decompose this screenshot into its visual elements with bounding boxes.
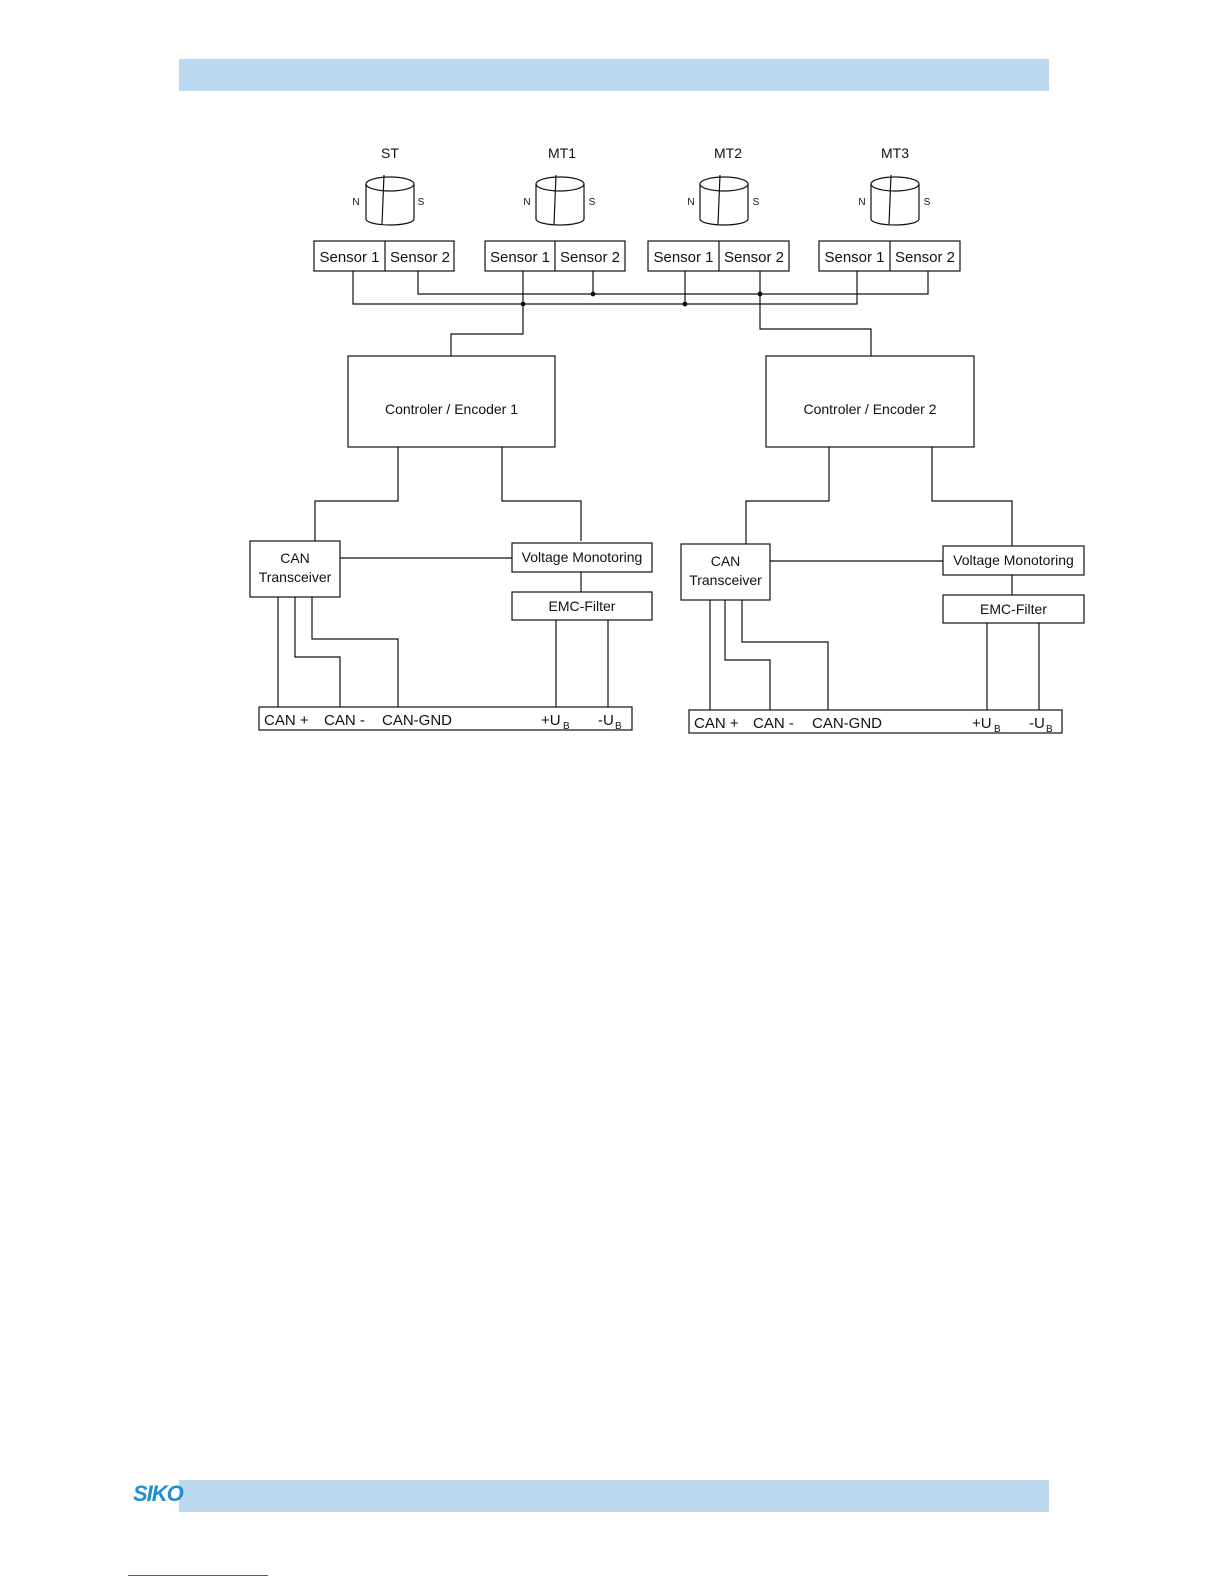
- sensor-1-label: Sensor 1: [319, 249, 379, 266]
- voltage-monitoring-label: Voltage Monotoring: [953, 552, 1074, 568]
- magnet-label: MT3: [881, 145, 909, 161]
- pole-s: S: [589, 197, 596, 208]
- sensor-2-label: Sensor 2: [895, 249, 955, 266]
- sensor-pair-mt3: Sensor 1 Sensor 2: [818, 240, 961, 272]
- sensor-2-label: Sensor 2: [560, 249, 620, 266]
- controller-label: Controler / Encoder 1: [385, 401, 518, 417]
- magnet-mt2: MT2 N S: [687, 145, 760, 226]
- terminal-ub-plus: +U: [541, 712, 561, 729]
- pole-n: N: [858, 197, 865, 208]
- voltage-monitoring-label: Voltage Monotoring: [522, 549, 643, 565]
- header-band: [179, 59, 1049, 91]
- sensor-pair-st: Sensor 1 Sensor 2: [313, 240, 455, 272]
- magnet-label: ST: [381, 145, 399, 161]
- sensor-2-label: Sensor 2: [390, 249, 450, 266]
- footer-band: [179, 1480, 1049, 1512]
- magnet-st: ST N S: [352, 145, 425, 226]
- terminal-ub-minus-sub: B: [615, 721, 622, 732]
- pole-s: S: [924, 197, 931, 208]
- terminal-can-plus: CAN +: [694, 715, 739, 732]
- sensor-2-label: Sensor 2: [724, 249, 784, 266]
- siko-logo: SIKO: [133, 1481, 184, 1506]
- magnet-label: MT1: [548, 145, 576, 161]
- sensor-1-label: Sensor 1: [824, 249, 884, 266]
- terminal-ub-minus: -U: [598, 712, 614, 729]
- terminal-ub-plus-sub: B: [994, 724, 1001, 735]
- sensor-pair-mt1: Sensor 1 Sensor 2: [484, 240, 626, 272]
- can-transceiver-line-2: Transceiver: [259, 569, 332, 585]
- sensor-pair-mt2: Sensor 1 Sensor 2: [647, 240, 790, 272]
- terminal-ub-minus: -U: [1029, 715, 1045, 732]
- sensor-1-label: Sensor 1: [490, 249, 550, 266]
- emc-filter-label: EMC-Filter: [549, 598, 616, 614]
- footer-rule: [128, 1575, 268, 1576]
- terminal-can-gnd: CAN-GND: [812, 715, 882, 732]
- encoder-2-block: Controler / Encoder 2 CAN Transceiver Vo…: [680, 355, 1085, 735]
- can-transceiver-line-2: Transceiver: [689, 572, 762, 588]
- magnet-mt3: MT3 N S: [858, 145, 931, 226]
- terminal-can-minus: CAN -: [324, 712, 365, 729]
- magnet-label: MT2: [714, 145, 742, 161]
- pole-s: S: [753, 197, 760, 208]
- emc-filter-label: EMC-Filter: [980, 601, 1047, 617]
- sensor-1-label: Sensor 1: [653, 249, 713, 266]
- encoder-1-block: Controler / Encoder 1 CAN Transceiver Vo…: [249, 355, 653, 732]
- pole-n: N: [687, 197, 694, 208]
- can-transceiver-line-1: CAN: [280, 550, 310, 566]
- magnet-mt1: MT1 N S: [523, 145, 596, 226]
- pole-n: N: [523, 197, 530, 208]
- terminal-can-minus: CAN -: [753, 715, 794, 732]
- terminal-can-plus: CAN +: [264, 712, 309, 729]
- terminal-ub-plus-sub: B: [563, 721, 570, 732]
- sensor-bus-wiring: [352, 271, 929, 356]
- terminal-can-gnd: CAN-GND: [382, 712, 452, 729]
- terminal-ub-minus-sub: B: [1046, 724, 1053, 735]
- pole-n: N: [352, 197, 359, 208]
- can-transceiver-line-1: CAN: [711, 553, 741, 569]
- controller-label: Controler / Encoder 2: [803, 401, 936, 417]
- terminal-ub-plus: +U: [972, 715, 992, 732]
- pole-s: S: [418, 197, 425, 208]
